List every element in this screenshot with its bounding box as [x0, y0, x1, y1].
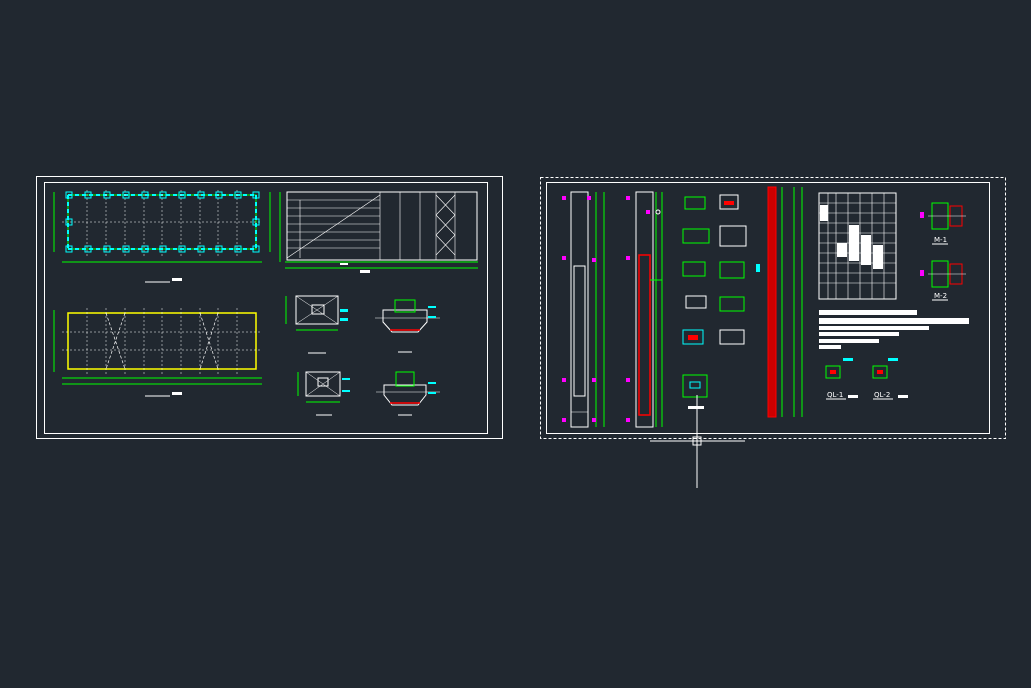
elevation-view[interactable] [279, 191, 478, 273]
member-schedule-table[interactable] [818, 192, 897, 300]
bracing-plan[interactable] [53, 308, 262, 397]
detail-label-m2: M-2 [934, 292, 947, 300]
detail-ql1[interactable]: QL-1 [825, 358, 858, 400]
detail-label-ql2: QL-2 [874, 391, 890, 399]
detail-label-m1: M-1 [934, 236, 947, 244]
footing-detail-4[interactable] [376, 371, 440, 416]
detail-ql2[interactable]: QL-2 [872, 358, 908, 400]
crosshair-cursor-icon [650, 395, 745, 488]
drawing-sheet-right[interactable]: M-1 M-2 QL-1 QL-2 [540, 177, 1006, 446]
column-elevation-3[interactable] [756, 186, 803, 418]
footing-detail-1[interactable] [285, 295, 348, 354]
footing-detail-3[interactable] [297, 371, 350, 416]
detail-m1[interactable]: M-1 [920, 202, 966, 245]
column-elevation-2[interactable] [626, 191, 663, 428]
connection-details[interactable] [655, 194, 747, 409]
detail-m2[interactable]: M-2 [920, 260, 966, 301]
sheet-right-inner-border [546, 182, 990, 434]
sheet-left-outer-border [36, 176, 503, 439]
detail-label-ql1: QL-1 [827, 391, 843, 399]
design-notes [819, 310, 969, 349]
drawing-sheet-left[interactable] [36, 176, 503, 439]
foundation-plan[interactable] [53, 190, 271, 283]
column-elevation-1[interactable] [562, 191, 605, 428]
sheet-right-selection-border [540, 177, 1006, 439]
footing-detail-2[interactable] [375, 299, 440, 353]
sheet-left-inner-border [44, 182, 488, 434]
